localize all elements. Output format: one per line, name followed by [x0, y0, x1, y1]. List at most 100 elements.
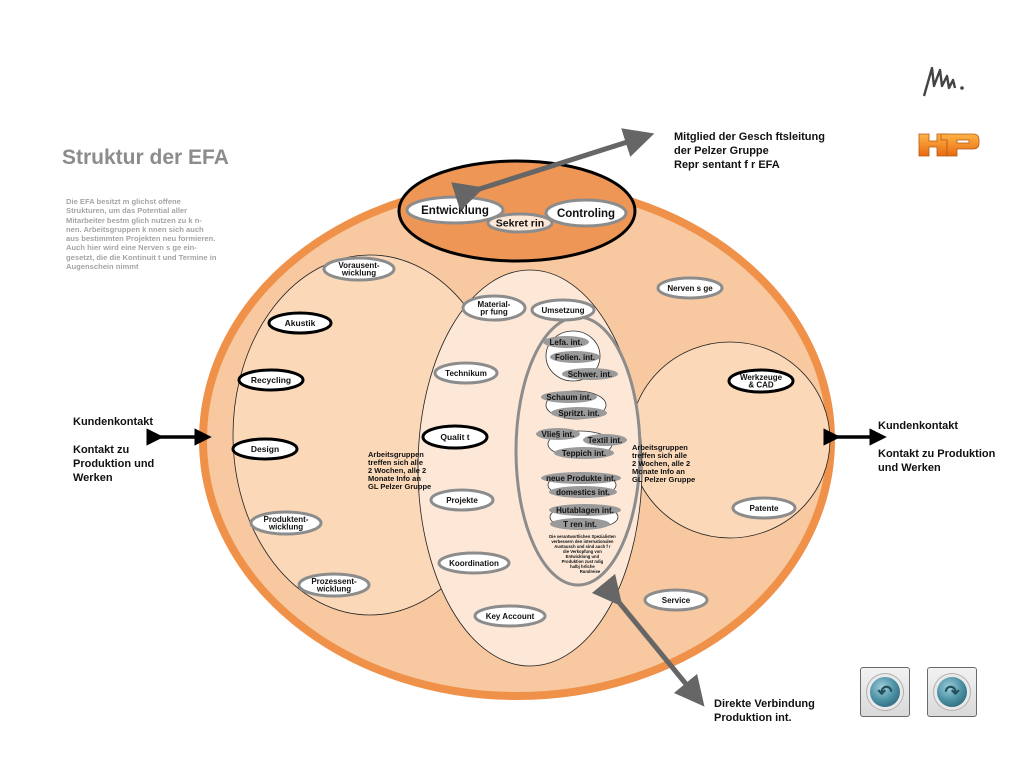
external-line: Produktion und: [73, 458, 154, 470]
node-ellipse: [530, 298, 596, 322]
note-line: treffen sich alle: [368, 458, 423, 467]
international-item: Schwer. int.: [562, 368, 618, 380]
node-label: Service: [662, 596, 691, 605]
node-label-line: Umsetzung: [541, 306, 584, 315]
node-ellipse: [249, 510, 323, 536]
international-note: Die verantwortlichen Spezialisten verbes…: [549, 534, 617, 574]
note-line: die Verkopfung von: [563, 549, 602, 554]
international-item: Hutablagen int.: [549, 504, 621, 516]
node-label-line: Design: [251, 444, 279, 454]
node-label-line: Koordination: [449, 559, 499, 568]
intro-text: Die EFA besitzt m glichst offene Struktu…: [66, 197, 256, 271]
item-pill: [541, 472, 621, 484]
node-label: Technikum: [445, 369, 487, 378]
node-label-line: Service: [662, 596, 691, 605]
node-label-line: Key Account: [486, 612, 535, 621]
item-label: Schwer. int.: [568, 370, 612, 379]
node-qualit-t: Qualit t: [421, 424, 489, 450]
node-label: Akustik: [285, 318, 316, 328]
node-label: Prozessent-wicklung: [311, 577, 357, 594]
note-line: 2 Wochen, alle 2: [632, 459, 690, 468]
item-label: domestics int.: [556, 488, 610, 497]
note-line: GL Pelzer Gruppe: [632, 475, 695, 484]
node-werkzeuge-cad: Werkzeuge& CAD: [727, 368, 795, 394]
node-service: Service: [643, 588, 709, 612]
node-label: Recycling: [251, 375, 291, 385]
node-nerven-s-ge: Nerven s ge: [656, 276, 724, 300]
item-label: Teppich int.: [562, 449, 606, 458]
forward-arrow-icon: ↷: [944, 682, 960, 702]
node-label: Vorausent-wicklung: [338, 261, 380, 278]
note-line: Arbeitsgruppen: [632, 443, 688, 452]
node-ellipse: [231, 437, 299, 461]
node-akustik: Akustik: [267, 311, 333, 335]
node-umsetzung: Umsetzung: [530, 298, 596, 322]
annotation-line: der Pelzer Gruppe: [674, 145, 769, 157]
right-group-ellipse: [629, 341, 831, 539]
node-technikum: Technikum: [433, 361, 499, 385]
node-ellipse: [237, 368, 305, 392]
node-ellipse: [322, 256, 396, 282]
item-label: Schaum int.: [546, 393, 591, 402]
back-orb: ↶: [870, 677, 900, 707]
forward-orb: ↷: [937, 677, 967, 707]
node-ellipse: [421, 424, 489, 450]
node-ellipse: [486, 212, 554, 234]
left-external-label: Kundenkontakt Kontakt zu Produktion und …: [73, 416, 157, 484]
hp-brand-logo: [918, 133, 980, 157]
note-line: 2 Wochen, alle 2: [368, 466, 426, 475]
item-pill: [583, 434, 627, 446]
external-line: und Werken: [878, 462, 941, 474]
intro-line: Die EFA besitzt m glichst offene: [66, 197, 181, 206]
node-label: Controling: [557, 208, 615, 220]
annotation-line: Mitglied der Gesch ftsleitung: [674, 131, 825, 143]
item-pill: [550, 518, 610, 530]
external-line: Produktion int.: [714, 712, 792, 724]
note-line: verbessern den internationalen: [551, 539, 614, 544]
item-pill: [551, 407, 607, 419]
node-label-line: Patente: [750, 504, 779, 513]
back-button[interactable]: ↶: [860, 667, 910, 717]
item-pill: [549, 504, 621, 516]
node-label: Nerven s ge: [667, 284, 713, 293]
node-label-line: Werkzeuge: [740, 373, 783, 382]
node-label-line: & CAD: [748, 381, 774, 390]
node-label-line: Vorausent-: [338, 261, 380, 270]
node-label-line: Prozessent-: [311, 577, 357, 586]
intro-line: Mitarbeiter bestm glich nutzen zu k n-: [66, 215, 202, 225]
item-label: Hutablagen int.: [556, 506, 614, 515]
node-label: Werkzeuge& CAD: [740, 373, 783, 390]
node-label-line: Projekte: [446, 496, 478, 505]
item-pill: [554, 447, 614, 459]
node-ellipse: [297, 572, 371, 598]
item-label: Textil int.: [588, 436, 623, 445]
page-title: Struktur der EFA: [62, 146, 229, 169]
note-line: treffen sich alle: [632, 451, 687, 460]
intro-line: gesetzt, die die Kontinuit t und Termine…: [66, 252, 217, 262]
forward-button[interactable]: ↷: [927, 667, 977, 717]
node-prozessent-wicklung: Prozessent-wicklung: [297, 572, 371, 598]
node-label: Design: [251, 444, 279, 454]
note-line: halbj hrliche: [570, 564, 595, 569]
international-item: Vlie§ int.: [536, 428, 580, 440]
note-line: Arbeitsgruppen: [368, 450, 424, 459]
node-label-line: Sekret rin: [496, 218, 544, 230]
node-patente: Patente: [731, 496, 797, 520]
item-pill: [536, 428, 580, 440]
external-line: Direkte Verbindung: [714, 698, 815, 710]
international-item: neue Produkte int.: [541, 472, 621, 484]
note-line: Austausch und sind auch f r: [554, 544, 611, 549]
management-connector-arrow: [451, 128, 655, 211]
node-koordination: Koordination: [437, 551, 511, 575]
international-item: domestics int.: [549, 486, 617, 498]
node-label: Sekret rin: [496, 218, 544, 230]
node-produktent-wicklung: Produktent-wicklung: [249, 510, 323, 536]
node-label: Key Account: [486, 612, 535, 621]
right-external-label: Kundenkontakt Kontakt zu Produktion und …: [878, 420, 998, 474]
node-label-line: wicklung: [316, 585, 351, 594]
signature-logo: [922, 66, 964, 97]
external-line: Kontakt zu Produktion: [878, 448, 996, 460]
intro-line: Auch hier wird eine Nerven s ge ein-: [66, 243, 197, 253]
node-ellipse: [731, 496, 797, 520]
node-ellipse: [429, 488, 495, 512]
